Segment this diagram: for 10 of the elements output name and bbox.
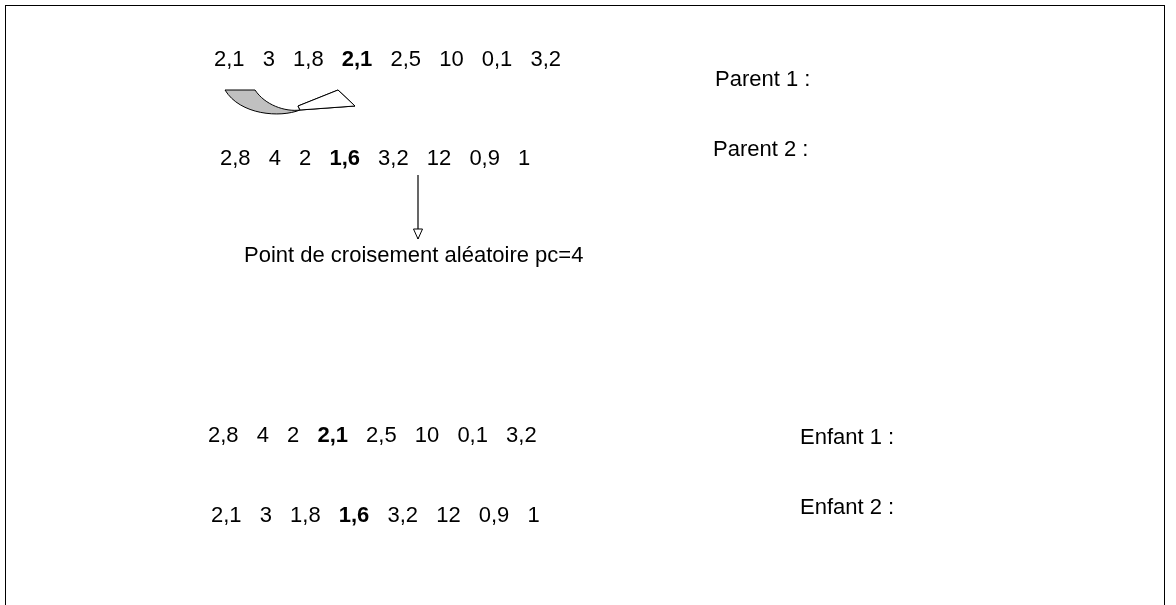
number-row: 2,1 3 1,8 2,1 2,5 10 0,1 3,2 [214, 46, 561, 72]
row-label: Enfant 1 : [800, 424, 895, 450]
row-label: Enfant 2 : [800, 494, 895, 520]
row-label: Parent 1 : [715, 66, 811, 92]
row-label: Parent 2 : [713, 136, 809, 162]
annotation-text: Point de croisement aléatoire pc=4 [244, 242, 584, 268]
number-row: 2,8 4 2 1,6 3,2 12 0,9 1 [220, 145, 531, 171]
number-row: 2,8 4 2 2,1 2,5 10 0,1 3,2 [208, 422, 537, 448]
arrow [413, 174, 423, 240]
number-row: 2,1 3 1,8 1,6 3,2 12 0,9 1 [211, 502, 540, 528]
